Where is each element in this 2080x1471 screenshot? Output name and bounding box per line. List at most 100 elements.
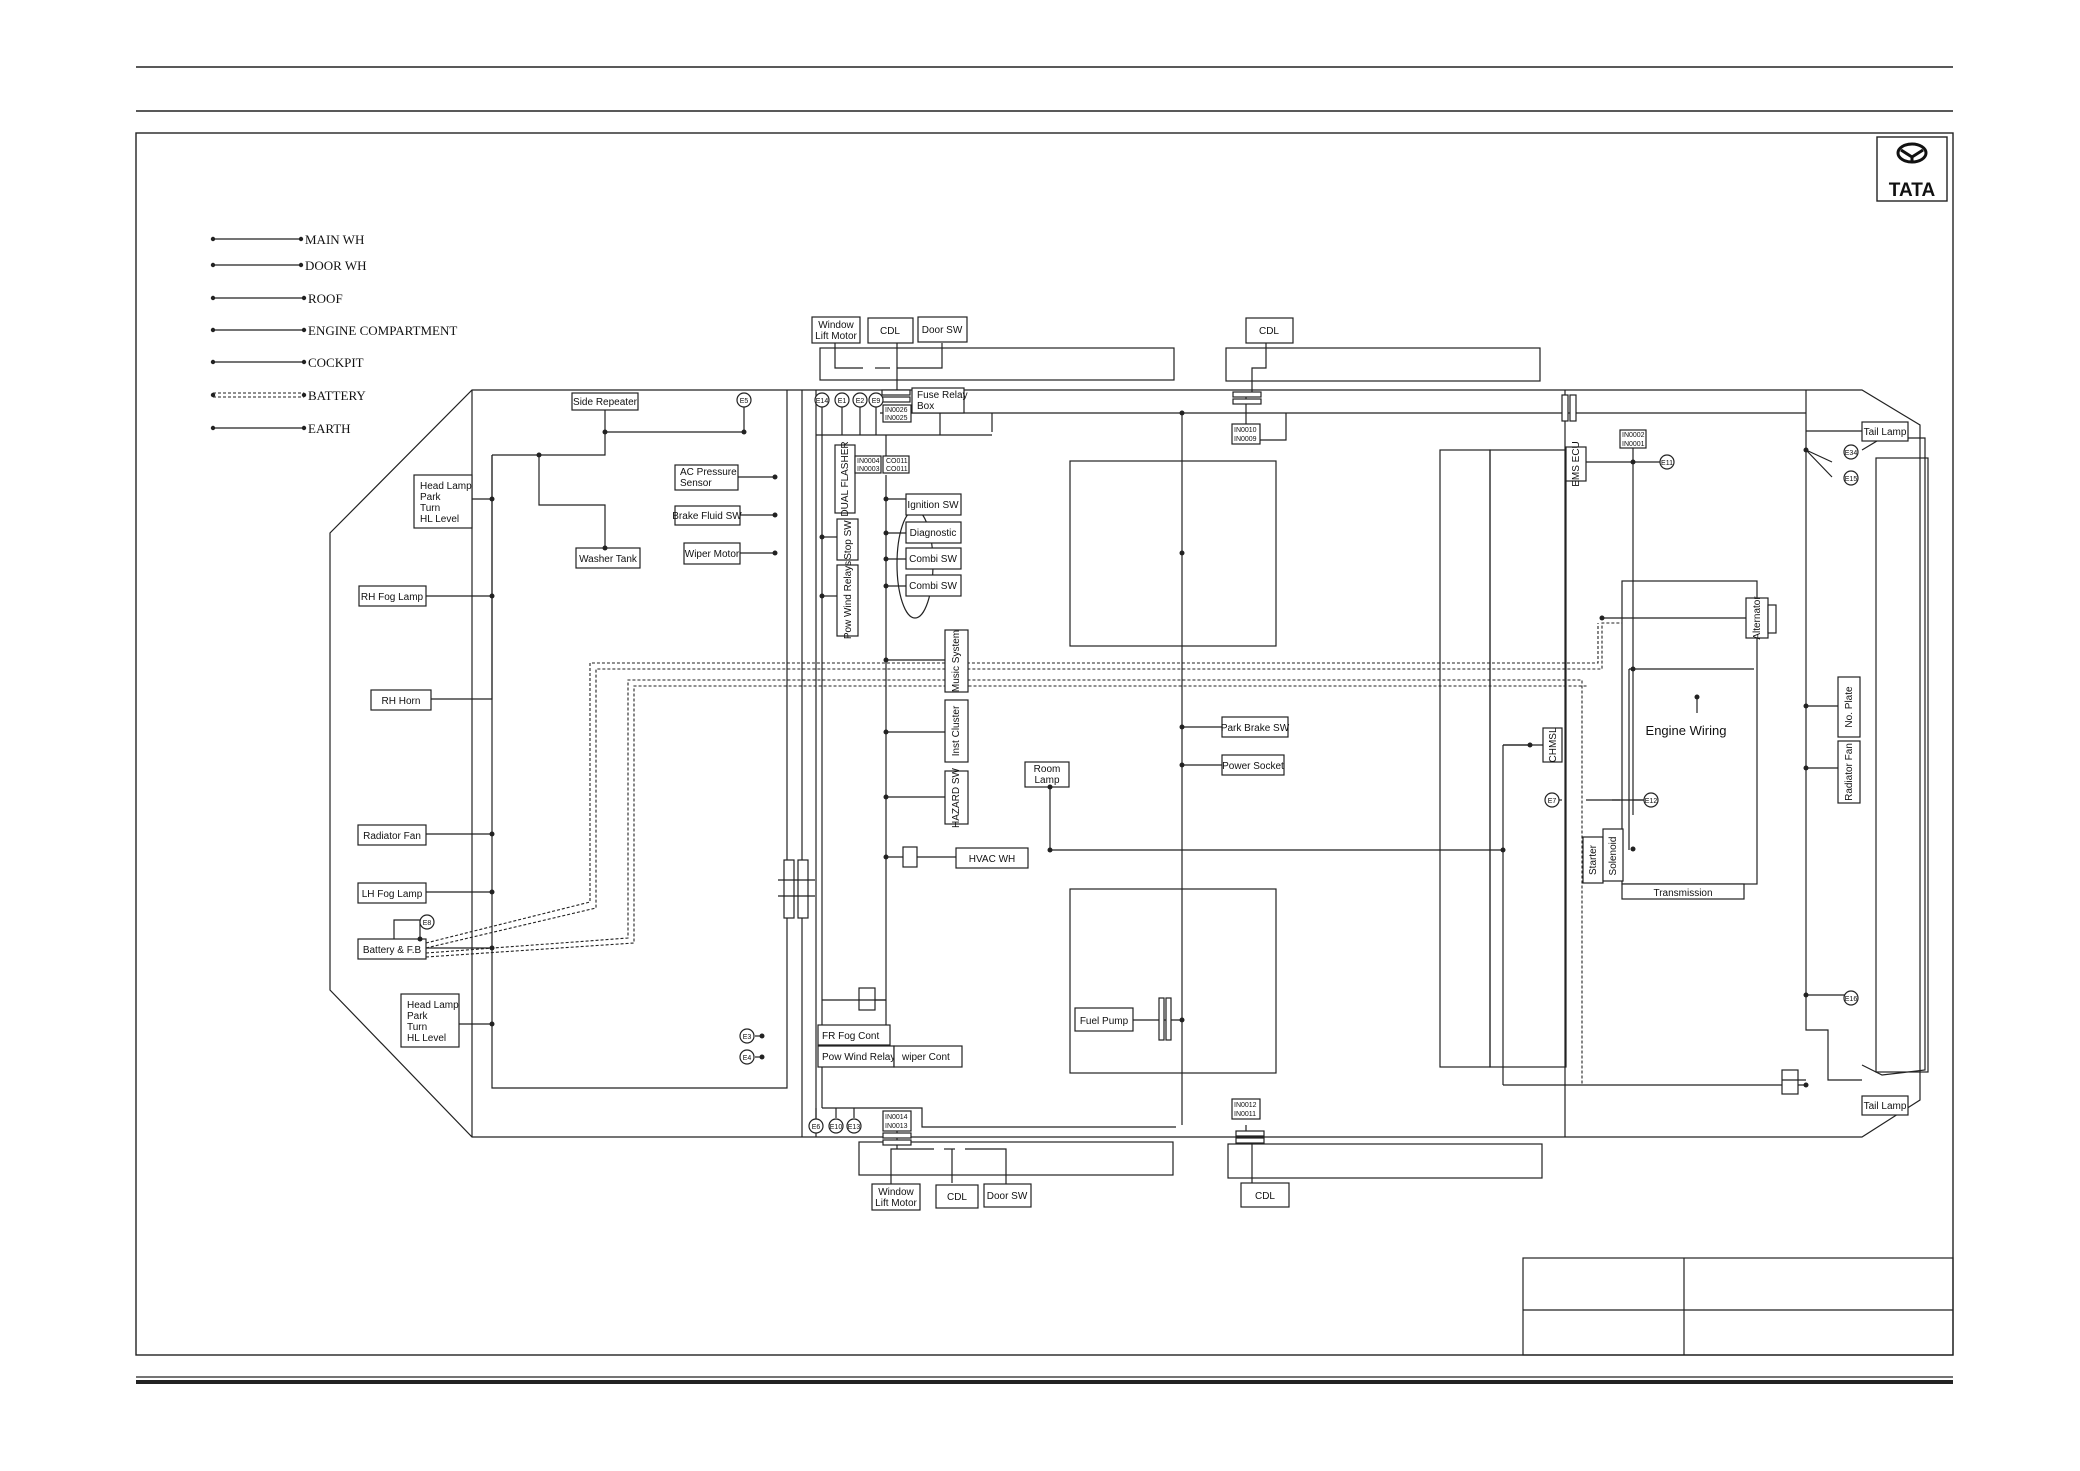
washer-tank	[575, 547, 641, 569]
connector-code: IN0001	[1622, 441, 1645, 448]
roof-panel-front	[1069, 460, 1277, 647]
svg-text:E5: E5	[740, 398, 749, 405]
window-lift-motor-top-line: Lift Motor	[815, 331, 857, 342]
radiator-fan-left	[357, 824, 427, 846]
door-connector-bottom-left	[882, 1132, 912, 1146]
starter-solenoid-line: Solenoid	[1608, 837, 1619, 876]
lh-fog-lamp	[357, 882, 427, 904]
hazard-sw-label: HAZARD SW	[951, 767, 962, 828]
earth-e15-icon: E15	[1843, 470, 1859, 486]
door-connector-top-right	[1232, 391, 1262, 405]
starter-solenoid-line: Starter	[1588, 844, 1599, 875]
cdl-bottom-left	[935, 1184, 979, 1209]
ems-ecu	[1565, 446, 1587, 482]
head-lamp-lh	[400, 993, 460, 1048]
engine-wiring-label: Engine Wiring	[1646, 723, 1727, 738]
legend: MAIN WH DOOR WH ROOF ENGINE COMPARTMENT …	[210, 232, 457, 436]
legend-label: ENGINE COMPARTMENT	[308, 323, 457, 338]
fuel-pump-label: Fuel Pump	[1080, 1016, 1129, 1027]
cdl-bottom-right-label: CDL	[1255, 1191, 1275, 1202]
cdl-top-right	[1245, 317, 1294, 344]
connector-code: IN0004	[857, 458, 880, 465]
rh-fog-lamp-label: RH Fog Lamp	[361, 592, 424, 603]
fuse-relay-box-line: Box	[917, 401, 934, 412]
earth-e12-icon: E12	[1633, 792, 1659, 808]
earth-e34-icon: E34	[1843, 444, 1859, 460]
transmission	[1621, 883, 1745, 900]
head-lamp-rh-line: Turn	[420, 503, 440, 514]
cdl-top-left	[867, 317, 914, 344]
connector-code: IN0012	[1234, 1102, 1257, 1109]
connector-in0012: IN0012 IN0011	[1231, 1098, 1261, 1120]
connector-code: IN0010	[1234, 427, 1257, 434]
head-lamp-rh	[413, 474, 473, 529]
tata-logo: TATA	[1876, 136, 1948, 202]
svg-text:E1: E1	[838, 398, 847, 405]
power-socket-label: Power Socket	[1222, 761, 1284, 772]
wiper-cont-label: wiper Cont	[901, 1052, 950, 1063]
battery-fb	[357, 938, 427, 960]
combi-sw-2-label: Combi SW	[909, 581, 957, 592]
stop-sw-label: Stop SW	[843, 520, 854, 560]
connector-code: IN0026	[885, 407, 908, 414]
earth-e13-icon: E13	[846, 1108, 862, 1134]
radiator-fan-right	[1837, 740, 1861, 804]
chmsl-label: CHMSL	[1548, 727, 1559, 762]
battery-harness	[425, 622, 1622, 1085]
logo-text: TATA	[1889, 180, 1936, 201]
ems-ecu-label: EMS ECU	[1571, 441, 1582, 487]
diagnostic-label: Diagnostic	[910, 528, 957, 539]
park-brake-sw-label: Park Brake SW	[1221, 723, 1290, 734]
legend-item-roof: ROOF	[210, 291, 343, 306]
fr-fog-cont	[817, 1024, 891, 1046]
svg-text:E2: E2	[856, 398, 865, 405]
title-block	[1522, 1257, 1954, 1356]
svg-text:E12: E12	[1645, 798, 1658, 805]
fr-fog-cont-label: FR Fog Cont	[822, 1031, 879, 1042]
connector-in0026: IN0026 IN0025	[882, 404, 912, 423]
rh-horn-label: RH Horn	[382, 696, 421, 707]
no-plate-label: No. Plate	[1844, 686, 1855, 728]
connector-code: IN0002	[1622, 432, 1645, 439]
tail-lamp-bottom	[1861, 1095, 1909, 1116]
head-lamp-lh-line: Turn	[407, 1022, 427, 1033]
legend-item-door-wh: DOOR WH	[210, 258, 367, 273]
radiator-fan-right-label: Radiator Fan	[1844, 743, 1855, 801]
connector-code: CO011	[886, 458, 908, 465]
cdl-top-left-label: CDL	[880, 326, 900, 337]
stop-sw	[836, 518, 859, 561]
door-connector-top-left	[881, 389, 911, 403]
washer-tank-label: Washer Tank	[579, 554, 638, 565]
door-sw-top	[917, 316, 968, 343]
door-panel-top-left	[819, 347, 1175, 381]
cdl-top-right-label: CDL	[1259, 326, 1279, 337]
legend-label: ROOF	[308, 291, 343, 306]
pow-wind-relays-v	[836, 564, 859, 637]
window-lift-motor-bottom-line: Lift Motor	[875, 1198, 917, 1209]
connector-in0004: IN0004 IN0003	[854, 455, 882, 474]
head-lamp-lh-line: Park	[407, 1011, 429, 1022]
legend-item-cockpit: COCKPIT	[210, 355, 364, 370]
svg-text:E14: E14	[816, 398, 829, 405]
connector-code: IN0025	[885, 415, 908, 422]
svg-text:E34: E34	[1845, 450, 1858, 457]
junction-dots	[417, 410, 1809, 1088]
connector-code: CO011	[886, 466, 908, 473]
legend-label: COCKPIT	[308, 355, 364, 370]
ignition-sw-label: Ignition SW	[907, 500, 959, 511]
svg-text:E11: E11	[1661, 460, 1673, 467]
battery-fb-label: Battery & F.B	[363, 945, 422, 956]
head-lamp-rh-line: HL Level	[420, 514, 459, 525]
diagnostic	[905, 521, 962, 544]
legend-item-engine-compartment: ENGINE COMPARTMENT	[210, 323, 457, 338]
door-sw-top-label: Door SW	[922, 325, 963, 336]
earth-e6-icon: E6	[808, 1108, 824, 1134]
head-lamp-lh-line: Head Lamp	[407, 1000, 459, 1011]
legend-item-battery: BATTERY	[210, 388, 366, 403]
hvac-wh	[955, 847, 1029, 869]
roof-panel-rear	[1069, 888, 1277, 1074]
room-lamp-line: Room	[1034, 764, 1061, 775]
connector-code: IN0009	[1234, 436, 1257, 443]
earth-e5-icon: E5	[736, 392, 752, 408]
